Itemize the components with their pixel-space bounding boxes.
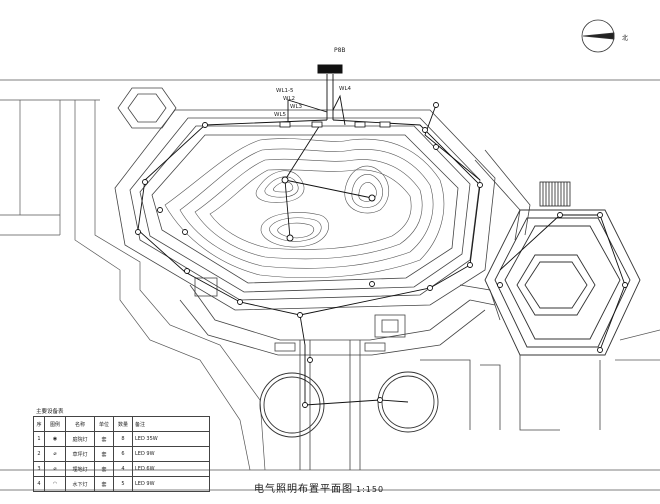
legend-cell: 套 xyxy=(94,476,114,492)
legend-cell: 8 xyxy=(113,431,133,447)
legend-title: 主要设备表 xyxy=(36,409,64,415)
legend-cell: 套 xyxy=(94,461,114,477)
legend-symbol-icon: ⌀ xyxy=(44,461,66,477)
contour-lines xyxy=(164,138,445,278)
circuit-label: WL4 xyxy=(339,86,352,92)
legend-cell: 4 xyxy=(33,476,45,492)
legend-cell: 套 xyxy=(94,431,114,447)
legend-cell: 1 xyxy=(33,431,45,447)
circuit-label: WL5 xyxy=(274,112,287,118)
legend-cell: 水下灯 xyxy=(65,476,95,492)
legend-cell: 6 xyxy=(113,446,133,462)
legend-row: 2 ⌀ 草坪灯 套 6 LED 9W xyxy=(33,446,210,462)
legend-header-cell: 序 xyxy=(33,416,45,432)
circuit-label: WL2 xyxy=(283,96,296,102)
large-hex-pavilion xyxy=(484,209,641,356)
plaza-outline xyxy=(114,109,496,311)
circuit-label: WL3 xyxy=(290,104,303,110)
small-hex-pavilion xyxy=(117,87,177,129)
power-entry xyxy=(317,64,343,74)
legend-header-row: 序 图例 名称 单位 数量 备注 xyxy=(33,416,210,432)
stair-hatch xyxy=(539,181,571,207)
circuit-label: WL1-5 xyxy=(276,88,294,94)
legend-cell: LED 6W xyxy=(132,461,210,477)
legend-cell: 4 xyxy=(113,461,133,477)
legend-cell: LED 9W xyxy=(132,476,210,492)
legend-row: 1 ◉ 庭院灯 套 8 LED 35W xyxy=(33,431,210,447)
legend-header-cell: 图例 xyxy=(44,416,66,432)
legend-symbol-icon: ⌀ xyxy=(44,446,66,462)
sheet-title-text: 电气照明布置平面图 xyxy=(254,484,353,495)
legend-cell: 5 xyxy=(113,476,133,492)
pole-label: P8B xyxy=(334,47,346,54)
legend-cell: 套 xyxy=(94,446,114,462)
legend-header-cell: 单位 xyxy=(94,416,114,432)
legend-cell: LED 35W xyxy=(132,431,210,447)
lamp-fixtures xyxy=(135,102,628,408)
legend-row: 4 ◠ 水下灯 套 5 LED 9W xyxy=(33,476,210,492)
legend-cell: 2 xyxy=(33,446,45,462)
north-label: 北 xyxy=(622,35,629,42)
junction-boxes xyxy=(279,121,391,128)
sheet-scale: 1:150 xyxy=(356,485,385,494)
legend-header-cell: 名称 xyxy=(65,416,95,432)
equipment-legend-table: 序 图例 名称 单位 数量 备注 1 ◉ 庭院灯 套 8 LED 35W 2 ⌀… xyxy=(33,416,210,492)
legend-symbol-icon: ◠ xyxy=(44,476,66,492)
north-arrow-icon xyxy=(581,19,615,53)
legend-cell: 庭院灯 xyxy=(65,431,95,447)
site-boundary xyxy=(0,79,660,491)
legend-symbol-icon: ◉ xyxy=(44,431,66,447)
lower-walkway xyxy=(179,277,601,470)
legend-header-cell: 数量 xyxy=(113,416,133,432)
legend-cell: 3 xyxy=(33,461,45,477)
legend-row: 3 ⌀ 埋地灯 套 4 LED 6W xyxy=(33,461,210,477)
legend-cell: LED 9W xyxy=(132,446,210,462)
legend-header-cell: 备注 xyxy=(132,416,210,432)
legend-cell: 草坪灯 xyxy=(65,446,95,462)
legend-cell: 埋地灯 xyxy=(65,461,95,477)
circular-planters xyxy=(259,371,439,438)
